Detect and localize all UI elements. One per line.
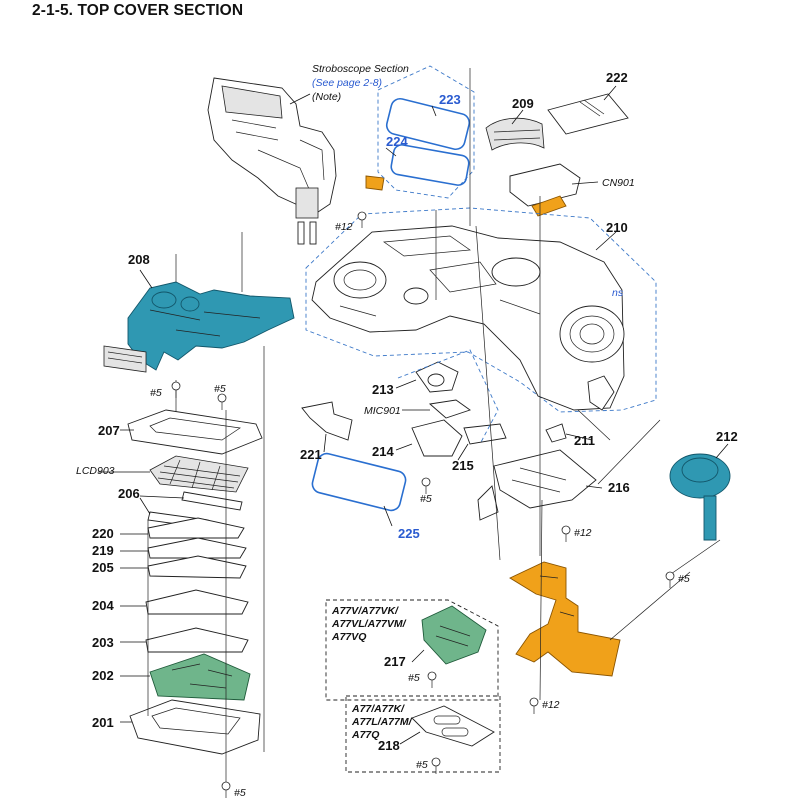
group-217-outline (325, 599, 499, 701)
label-217: 217 (384, 654, 406, 669)
sheet-220 (147, 517, 245, 539)
label-screw-strobe: #12 (335, 221, 353, 233)
label-screw-flex: #12 (542, 699, 560, 711)
gasket-group-outline (377, 65, 475, 199)
frame-207 (127, 409, 263, 455)
top-cover-210 (311, 225, 625, 411)
models-218-line-3: A77Q (351, 729, 379, 741)
label-219: 219 (92, 543, 114, 558)
bracket-216 (477, 449, 597, 521)
models-218-line-2: A77L/A77M/ (351, 716, 413, 728)
stroboscope-note: (Note) (312, 91, 341, 103)
label-207: 207 (98, 423, 120, 438)
shoe-flex (531, 195, 567, 217)
label-205: 205 (92, 560, 114, 575)
label-216: 216 (608, 480, 630, 495)
screw-207-5 (217, 393, 227, 410)
screw-214-5 (421, 477, 431, 494)
stroboscope-label: Stroboscope Section (See page 2-8) (Note… (312, 63, 409, 103)
models-217-block: A77V/A77VK/ A77VL/A77VM/ A77VQ (331, 605, 407, 643)
bracket-221 (301, 401, 353, 441)
label-lcd903: LCD903 (76, 465, 115, 477)
label-225: 225 (398, 526, 420, 541)
label-screw-201: #5 (234, 787, 246, 799)
flex-circuit-orange (509, 561, 621, 677)
stroboscope-see-page: (See page 2-8) (312, 77, 382, 89)
gasket-225 (311, 452, 407, 512)
parts-213-215-group (397, 349, 507, 457)
sheet-206-upper (181, 491, 243, 511)
label-208: 208 (128, 252, 150, 267)
label-218: 218 (378, 738, 400, 753)
models-217-line-2: A77VL/A77VM/ (331, 618, 407, 630)
screw-strobe-12 (357, 211, 367, 228)
screw-218-5 (431, 757, 441, 774)
label-215: 215 (452, 458, 474, 473)
control-block-208 (103, 281, 295, 373)
label-mic901: MIC901 (364, 405, 401, 417)
sheet-219 (147, 537, 247, 559)
screw-flex-12 (529, 697, 539, 714)
stroboscope-assembly (207, 77, 385, 245)
label-213: 213 (372, 382, 394, 397)
board-217 (421, 605, 487, 665)
board-202 (149, 653, 251, 701)
label-screw-208: #5 (150, 387, 162, 399)
label-209: 209 (512, 96, 534, 111)
label-203: 203 (92, 635, 114, 650)
models-218-block: A77/A77K/ A77L/A77M/ A77Q (351, 703, 413, 741)
models-217-line-3: A77VQ (331, 631, 366, 643)
label-201: 201 (92, 715, 114, 730)
mode-dial-209 (485, 117, 545, 151)
label-202: 202 (92, 668, 114, 683)
label-screw-207: #5 (214, 383, 226, 395)
clip-211 (545, 423, 567, 443)
gasket-224 (390, 144, 470, 186)
label-cn901: CN901 (602, 177, 635, 189)
label-screw-212: #5 (678, 573, 690, 585)
label-214: 214 (372, 444, 394, 459)
label-ns: ns (612, 287, 624, 299)
label-screw-218: #5 (416, 759, 428, 771)
sheet-203 (145, 627, 249, 653)
label-screw-217: #5 (408, 672, 420, 684)
stroboscope-title: Stroboscope Section (312, 63, 409, 75)
label-211: 211 (574, 433, 595, 448)
plate-218 (411, 705, 495, 747)
label-224: 224 (386, 134, 408, 149)
label-210: 210 (606, 220, 628, 235)
frame-201 (129, 699, 261, 755)
accessory-shoe (509, 163, 581, 207)
label-222: 222 (606, 70, 628, 85)
label-221: 221 (300, 447, 322, 462)
screw-217-5 (427, 671, 437, 688)
models-217-line-1: A77V/A77VK/ (331, 605, 399, 617)
label-212: 212 (716, 429, 738, 444)
models-218-line-1: A77/A77K/ (351, 703, 405, 715)
section-heading: 2-1-5. TOP COVER SECTION (32, 2, 244, 19)
label-204: 204 (92, 598, 114, 613)
shoe-cover-222 (547, 93, 629, 135)
label-220: 220 (92, 526, 114, 541)
label-screw-216: #12 (574, 527, 592, 539)
label-206: 206 (118, 486, 140, 501)
dial-212 (669, 453, 731, 541)
sheet-204 (145, 589, 249, 615)
screw-208-5 (171, 381, 181, 398)
screw-201-5 (221, 781, 231, 798)
sheet-205 (147, 555, 247, 579)
screw-216-12 (561, 525, 571, 542)
screw-212-5 (665, 571, 675, 588)
label-screw-214: #5 (420, 493, 432, 505)
lcd-903 (149, 455, 249, 493)
group-218-outline (345, 695, 501, 773)
label-223: 223 (439, 92, 461, 107)
